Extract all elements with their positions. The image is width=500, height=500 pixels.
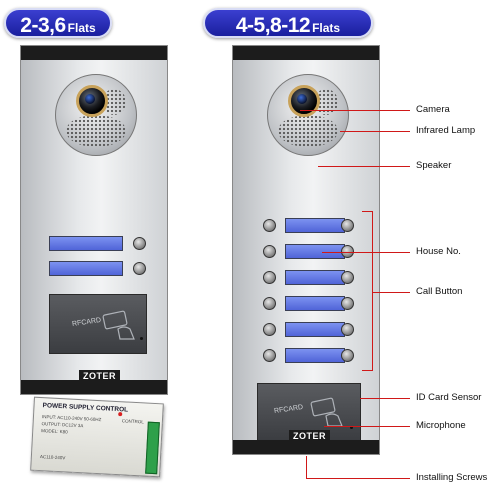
right-flats-badge: 4-5,8-12 Flats xyxy=(203,8,373,38)
left-door-panel: RFCARD ZOTER xyxy=(20,45,168,395)
right-door-panel: RFCARD ZOTER xyxy=(232,45,380,455)
callout-callbutton-line xyxy=(372,292,410,293)
right-nameplate-3 xyxy=(285,270,345,285)
left-call-button-2[interactable] xyxy=(133,262,146,275)
psu-line-2: OUTPUT: DC12V 3A xyxy=(41,421,84,429)
right-camera-module xyxy=(267,74,349,156)
right-nameplate-6 xyxy=(285,348,345,363)
left-camera-lens xyxy=(76,85,108,117)
left-rfid-text: RFCARD xyxy=(71,317,102,328)
right-call-button-right-5[interactable] xyxy=(341,323,354,336)
callout-screws-line-h xyxy=(306,478,410,479)
left-badge-number: 2-3,6 xyxy=(20,14,66,37)
callout-microphone-line xyxy=(324,426,410,427)
right-call-button-left-3[interactable] xyxy=(263,271,276,284)
right-call-button-right-2[interactable] xyxy=(341,245,354,258)
right-nameplate-4 xyxy=(285,296,345,311)
left-microphone-hole xyxy=(140,337,143,340)
left-flats-badge: 2-3,6 Flats xyxy=(4,8,112,38)
right-call-button-left-5[interactable] xyxy=(263,323,276,336)
label-id-card-sensor: ID Card Sensor xyxy=(416,392,482,403)
right-call-button-left-2[interactable] xyxy=(263,245,276,258)
label-call-button: Call Button xyxy=(416,286,463,297)
right-call-button-right-4[interactable] xyxy=(341,297,354,310)
right-card-hand-icon xyxy=(310,397,343,427)
psu-line-3: MODEL: K80 xyxy=(41,428,68,435)
psu-line-4: AC110-240V xyxy=(39,454,66,461)
callout-idcard-line xyxy=(360,398,410,399)
callout-screws-line xyxy=(306,456,307,478)
left-card-hand-icon xyxy=(102,310,135,340)
left-badge-suffix: Flats xyxy=(67,21,96,35)
left-panel-top-cap xyxy=(21,46,167,60)
label-infrared-lamp: Infrared Lamp xyxy=(416,125,476,136)
psu-title: POWER SUPPLY CONTROL xyxy=(42,402,129,414)
psu-power-led xyxy=(118,412,123,417)
callout-callbutton-bracket xyxy=(362,211,373,371)
left-panel-bottom-cap xyxy=(21,380,167,394)
label-house-no: House No. xyxy=(416,246,461,257)
callout-infrared-line xyxy=(340,131,410,132)
left-rfid-reader: RFCARD xyxy=(49,294,147,354)
right-call-button-left-6[interactable] xyxy=(263,349,276,362)
right-nameplate-1 xyxy=(285,218,345,233)
right-call-button-right-3[interactable] xyxy=(341,271,354,284)
right-badge-suffix: Flats xyxy=(312,21,341,35)
right-camera-lens xyxy=(288,85,320,117)
right-call-button-right-1[interactable] xyxy=(341,219,354,232)
right-nameplate-5 xyxy=(285,322,345,337)
callout-speaker-line xyxy=(318,166,410,167)
callout-camera-line xyxy=(300,110,410,111)
left-zoter-logo: ZOTER xyxy=(79,370,120,382)
right-call-button-left-4[interactable] xyxy=(263,297,276,310)
label-microphone: Microphone xyxy=(416,420,466,431)
left-nameplate-1 xyxy=(49,236,123,251)
right-panel-top-cap xyxy=(233,46,379,60)
right-badge-number: 4-5,8-12 xyxy=(235,14,311,37)
right-panel-bottom-cap xyxy=(233,440,379,454)
left-nameplate-2 xyxy=(49,261,123,276)
left-camera-module xyxy=(55,74,137,156)
right-call-button-right-6[interactable] xyxy=(341,349,354,362)
right-microphone-hole xyxy=(350,426,353,429)
power-supply-unit: POWER SUPPLY CONTROL INPUT: AC110-240V 5… xyxy=(30,396,164,478)
psu-control-label: CONTROL xyxy=(121,418,144,425)
psu-terminal-block xyxy=(145,421,160,475)
right-zoter-logo: ZOTER xyxy=(289,430,330,442)
right-rfid-text: RFCARD xyxy=(273,404,304,415)
label-speaker: Speaker xyxy=(416,160,452,171)
left-call-button-1[interactable] xyxy=(133,237,146,250)
right-speaker-grille xyxy=(278,115,338,147)
right-call-button-left-1[interactable] xyxy=(263,219,276,232)
left-speaker-grille xyxy=(66,115,126,147)
label-camera: Camera xyxy=(416,104,450,115)
callout-houseno-line xyxy=(322,252,410,253)
label-installing-screws: Installing Screws xyxy=(416,472,488,483)
